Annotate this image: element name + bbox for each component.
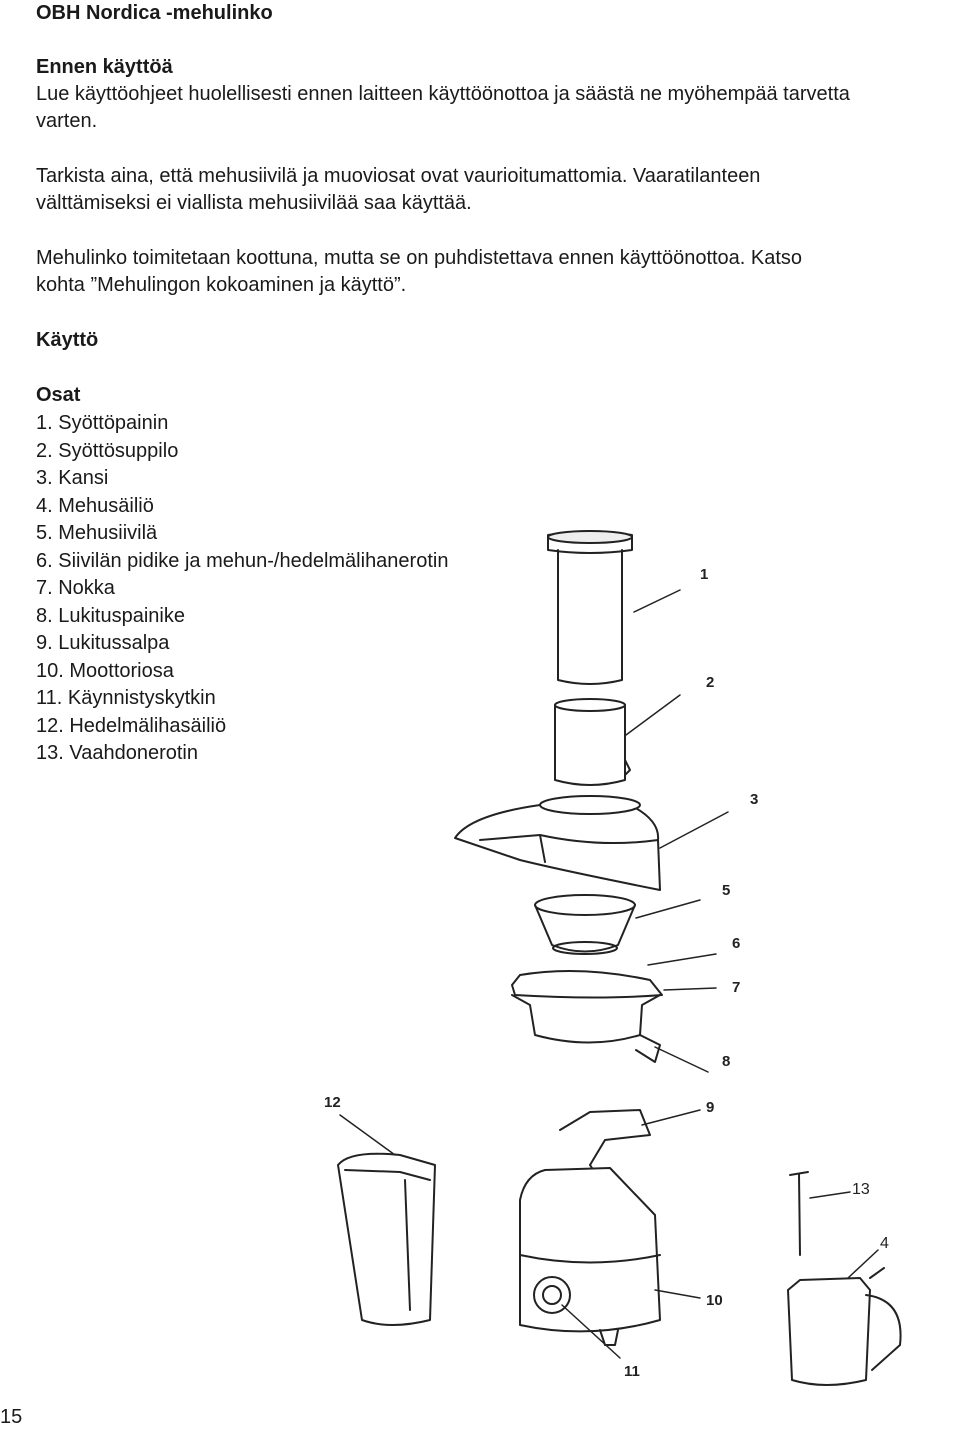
froth-separator-part: [789, 1171, 809, 1256]
feed-tube-part: [554, 698, 631, 786]
para3-line2: kohta ”Mehulingon kokoaminen ja käyttö”.: [36, 274, 407, 296]
para3-line1: Mehulinko toimitetaan koottuna, mutta se…: [36, 247, 803, 269]
callout-9: 9: [706, 1099, 714, 1116]
callout-1: 1: [700, 566, 708, 583]
callout-11: 11: [624, 1363, 640, 1380]
callout-4: 4: [880, 1235, 889, 1252]
callout-10: 10: [706, 1292, 723, 1309]
para1-line2: varten.: [36, 110, 98, 132]
parts-heading: Osat: [36, 384, 81, 406]
document-title: OBH Nordica -mehulinko: [36, 2, 273, 24]
list-item: 8. Lukituspainike: [36, 604, 185, 627]
list-item: 10. Moottoriosa: [36, 659, 174, 682]
list-item: 9. Lukitussalpa: [36, 632, 170, 654]
para2-line1: Tarkista aina, että mehusiivilä ja muovi…: [36, 165, 761, 187]
pulp-container-part: [337, 1152, 436, 1326]
list-item: 2. Syöttösuppilo: [36, 439, 179, 462]
filter-basket-part: [534, 894, 636, 955]
para2-line2: välttämiseksi ei viallista mehusiivilää …: [36, 192, 472, 214]
callout-13: 13: [852, 1181, 870, 1198]
callout-6: 6: [732, 935, 740, 952]
callout-3: 3: [750, 791, 758, 808]
parts-list: 1. Syöttöpainin 2. Syöttösuppilo 3. Kans…: [36, 410, 448, 768]
usage-heading: Käyttö: [36, 329, 99, 351]
list-item: 3. Kansi: [36, 467, 109, 489]
callout-2: 2: [706, 674, 714, 691]
list-item: 4. Mehusäiliö: [36, 494, 154, 517]
filter-holder-part: [511, 970, 663, 1063]
juice-jug-part: [787, 1267, 902, 1386]
callout-12: 12: [324, 1094, 341, 1111]
page-number: 15: [0, 1406, 23, 1428]
food-pusher-part: [547, 530, 633, 685]
motor-base-part: [519, 1167, 661, 1346]
callout-leader-lines: [339, 589, 879, 1359]
para1-line1: Lue käyttöohjeet huolellisesti ennen lai…: [36, 83, 850, 105]
before-use-heading: Ennen käyttöä: [36, 56, 173, 78]
callout-7: 7: [732, 979, 740, 996]
list-item: 13. Vaahdonerotin: [36, 742, 198, 764]
callout-5: 5: [722, 882, 730, 899]
list-item: 12. Hedelmälihasäiliö: [36, 714, 227, 737]
list-item: 5. Mehusiivilä: [36, 522, 158, 544]
list-item: 7. Nokka: [36, 577, 115, 599]
lid-part: [454, 795, 661, 891]
list-item: 6. Siivilän pidike ja mehun-/hedelmäliha…: [36, 549, 449, 572]
callout-8: 8: [722, 1053, 730, 1070]
list-item: 11. Käynnistyskytkin: [36, 687, 216, 709]
list-item: 1. Syöttöpainin: [36, 412, 169, 434]
